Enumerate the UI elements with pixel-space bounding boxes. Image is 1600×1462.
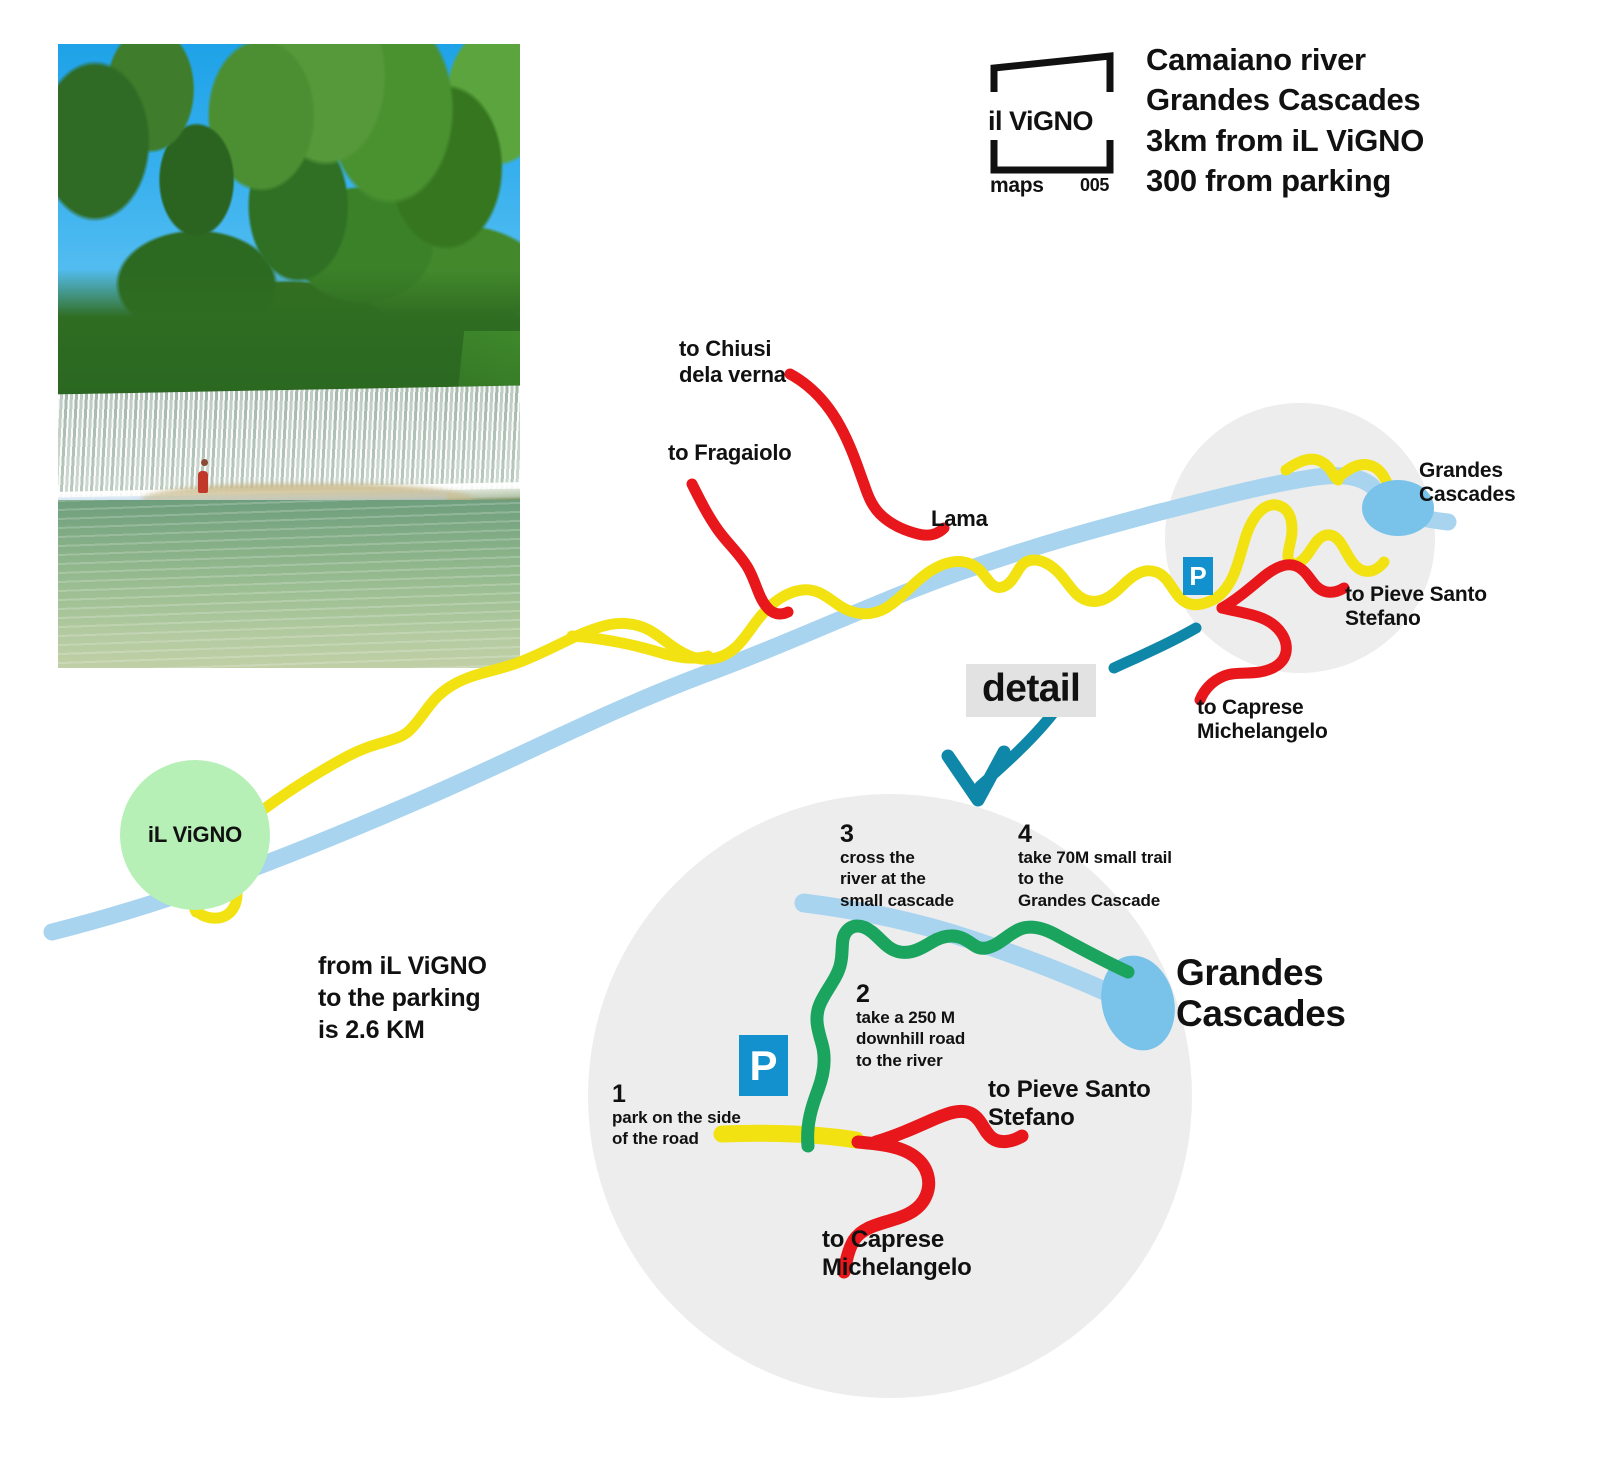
step-4-line1: take 70M small trail <box>1018 848 1172 867</box>
photo-tree-mass <box>58 268 520 406</box>
detail-step-3: 3 cross the river at the small cascade <box>840 822 1000 911</box>
logo-maps-text: maps <box>990 174 1044 197</box>
distance-note: from iL ViGNO to the parking is 2.6 KM <box>318 950 487 1046</box>
step-3-line1: cross the <box>840 848 915 867</box>
step-1-text: park on the side of the road <box>612 1107 762 1150</box>
label-to-fragaiolo: to Fragaiolo <box>668 440 792 465</box>
label-caprese-ov-line2: Michelangelo <box>1197 720 1328 744</box>
detail-inset-circle <box>588 794 1192 1398</box>
distance-note-line3: is 2.6 KM <box>318 1016 425 1044</box>
step-3-text: cross the river at the small cascade <box>840 847 1000 911</box>
step-1-number: 1 <box>612 1080 626 1108</box>
step-4-text: take 70M small trail to the Grandes Casc… <box>1018 847 1208 911</box>
page-title: Camaiano river Grandes Cascades 3km from… <box>1146 40 1586 201</box>
step-3-line3: small cascade <box>840 890 955 910</box>
logo-barn-outline-icon <box>990 52 1114 174</box>
label-caprese-detail-line2: Michelangelo <box>822 1254 972 1282</box>
detail-step-4: 4 take 70M small trail to the Grandes Ca… <box>1018 822 1208 911</box>
photo-pool-ripples <box>58 499 520 668</box>
label-to-pieve-santo-stefano-detail: to Pieve Santo Stefano <box>988 1076 1151 1133</box>
logo-brand-text: il ViGNO <box>988 106 1094 136</box>
photo-swimmer-head <box>201 458 209 466</box>
grandes-cascades-pool-overview <box>1362 480 1434 536</box>
label-grandes-detail-line1: Grandes <box>1176 952 1324 993</box>
vigno-logo: il ViGNO maps 005 <box>988 52 1116 200</box>
label-pieve-ov-line1: to Pieve Santo <box>1345 583 1487 606</box>
distance-note-line2: to the parking <box>318 984 481 1012</box>
detail-road-red-caprese <box>837 1135 936 1279</box>
grandes-cascades-pool-detail <box>1101 955 1175 1051</box>
title-line-3: 3km from iL ViGNO <box>1146 122 1425 158</box>
river-camaiano <box>43 467 1381 941</box>
label-to-pieve-santo-stefano-overview: to Pieve Santo Stefano <box>1345 583 1487 632</box>
detail-arrow-head-icon <box>941 745 1011 807</box>
distance-note-line1: from iL ViGNO <box>318 952 487 980</box>
detail-step-2: 2 take a 250 M downhill road to the rive… <box>856 982 996 1071</box>
marker-il-vigno: iL ViGNO <box>120 760 270 910</box>
label-to-caprese-michelangelo-overview: to Caprese Michelangelo <box>1197 696 1328 745</box>
logo-map-number: 005 <box>1080 175 1110 195</box>
detail-callout-label: detail <box>982 667 1081 710</box>
step-2-number: 2 <box>856 980 870 1008</box>
step-4-line2: to the <box>1018 869 1064 889</box>
detail-road-red-pieve <box>869 1104 1029 1149</box>
title-line-2: Grandes Cascades <box>1146 82 1421 118</box>
detail-trail-green <box>801 919 1135 1153</box>
step-2-line3: to the river <box>856 1050 943 1070</box>
road-yellow-west-branch <box>566 630 714 664</box>
detail-callout-badge: detail <box>966 664 1097 717</box>
road-red-fragaiolo <box>686 478 794 620</box>
label-grandes-detail-line2: Cascades <box>1176 993 1346 1035</box>
road-red-caprese-overview <box>1194 602 1292 706</box>
step-1-line2: of the road <box>612 1129 699 1149</box>
road-red-chiusi <box>784 368 886 520</box>
waterfall-photo <box>58 44 520 668</box>
label-caprese-detail-line1: to Caprese <box>822 1226 945 1253</box>
step-2-line2: downhill road <box>856 1029 966 1049</box>
road-yellow-cascade-branch <box>1202 499 1390 608</box>
label-lama: Lama <box>931 506 988 531</box>
title-line-4: 300 from parking <box>1146 162 1392 198</box>
road-yellow-cascade-link <box>1280 453 1344 486</box>
step-4-number: 4 <box>1018 820 1032 848</box>
road-red-lama <box>874 508 950 541</box>
detail-step-1: 1 park on the side of the road <box>612 1082 762 1150</box>
label-chiusi-line2: dela verna <box>679 361 786 387</box>
photo-pool <box>58 499 520 668</box>
detail-connector-line <box>1108 622 1202 674</box>
step-4-line3: Grandes Cascade <box>1018 890 1161 910</box>
label-caprese-ov-line1: to Caprese <box>1197 696 1304 719</box>
label-pieve-detail-line1: to Pieve Santo <box>988 1076 1151 1103</box>
photo-swimmer <box>197 471 208 494</box>
label-pieve-ov-line2: Stefano <box>1345 607 1421 631</box>
label-grandes-ov-line1: Grandes <box>1419 459 1503 482</box>
step-1-line1: park on the side <box>612 1108 741 1127</box>
step-3-number: 3 <box>840 820 854 848</box>
label-grandes-cascades-overview: Grandes Cascades <box>1419 459 1516 508</box>
detail-road-yellow <box>713 1124 865 1149</box>
label-pieve-detail-line2: Stefano <box>988 1104 1075 1132</box>
label-to-chiusi-dela-verna: to Chiusi dela verna <box>679 336 786 387</box>
step-2-line1: take a 250 M <box>856 1008 955 1027</box>
road-red-pieve-overview <box>1216 559 1350 614</box>
label-grandes-ov-line2: Cascades <box>1419 483 1516 507</box>
parking-badge-overview: P <box>1183 557 1213 595</box>
step-3-line2: river at the <box>840 869 926 889</box>
title-line-1: Camaiano river <box>1146 42 1366 77</box>
label-grandes-cascades-detail: Grandes Cascades <box>1176 952 1346 1035</box>
label-chiusi-line1: to Chiusi <box>679 336 772 361</box>
parking-badge-detail: P <box>739 1035 788 1096</box>
step-2-text: take a 250 M downhill road to the river <box>856 1007 996 1071</box>
marker-il-vigno-label: iL ViGNO <box>147 822 243 847</box>
label-to-caprese-michelangelo-detail: to Caprese Michelangelo <box>822 1226 972 1283</box>
